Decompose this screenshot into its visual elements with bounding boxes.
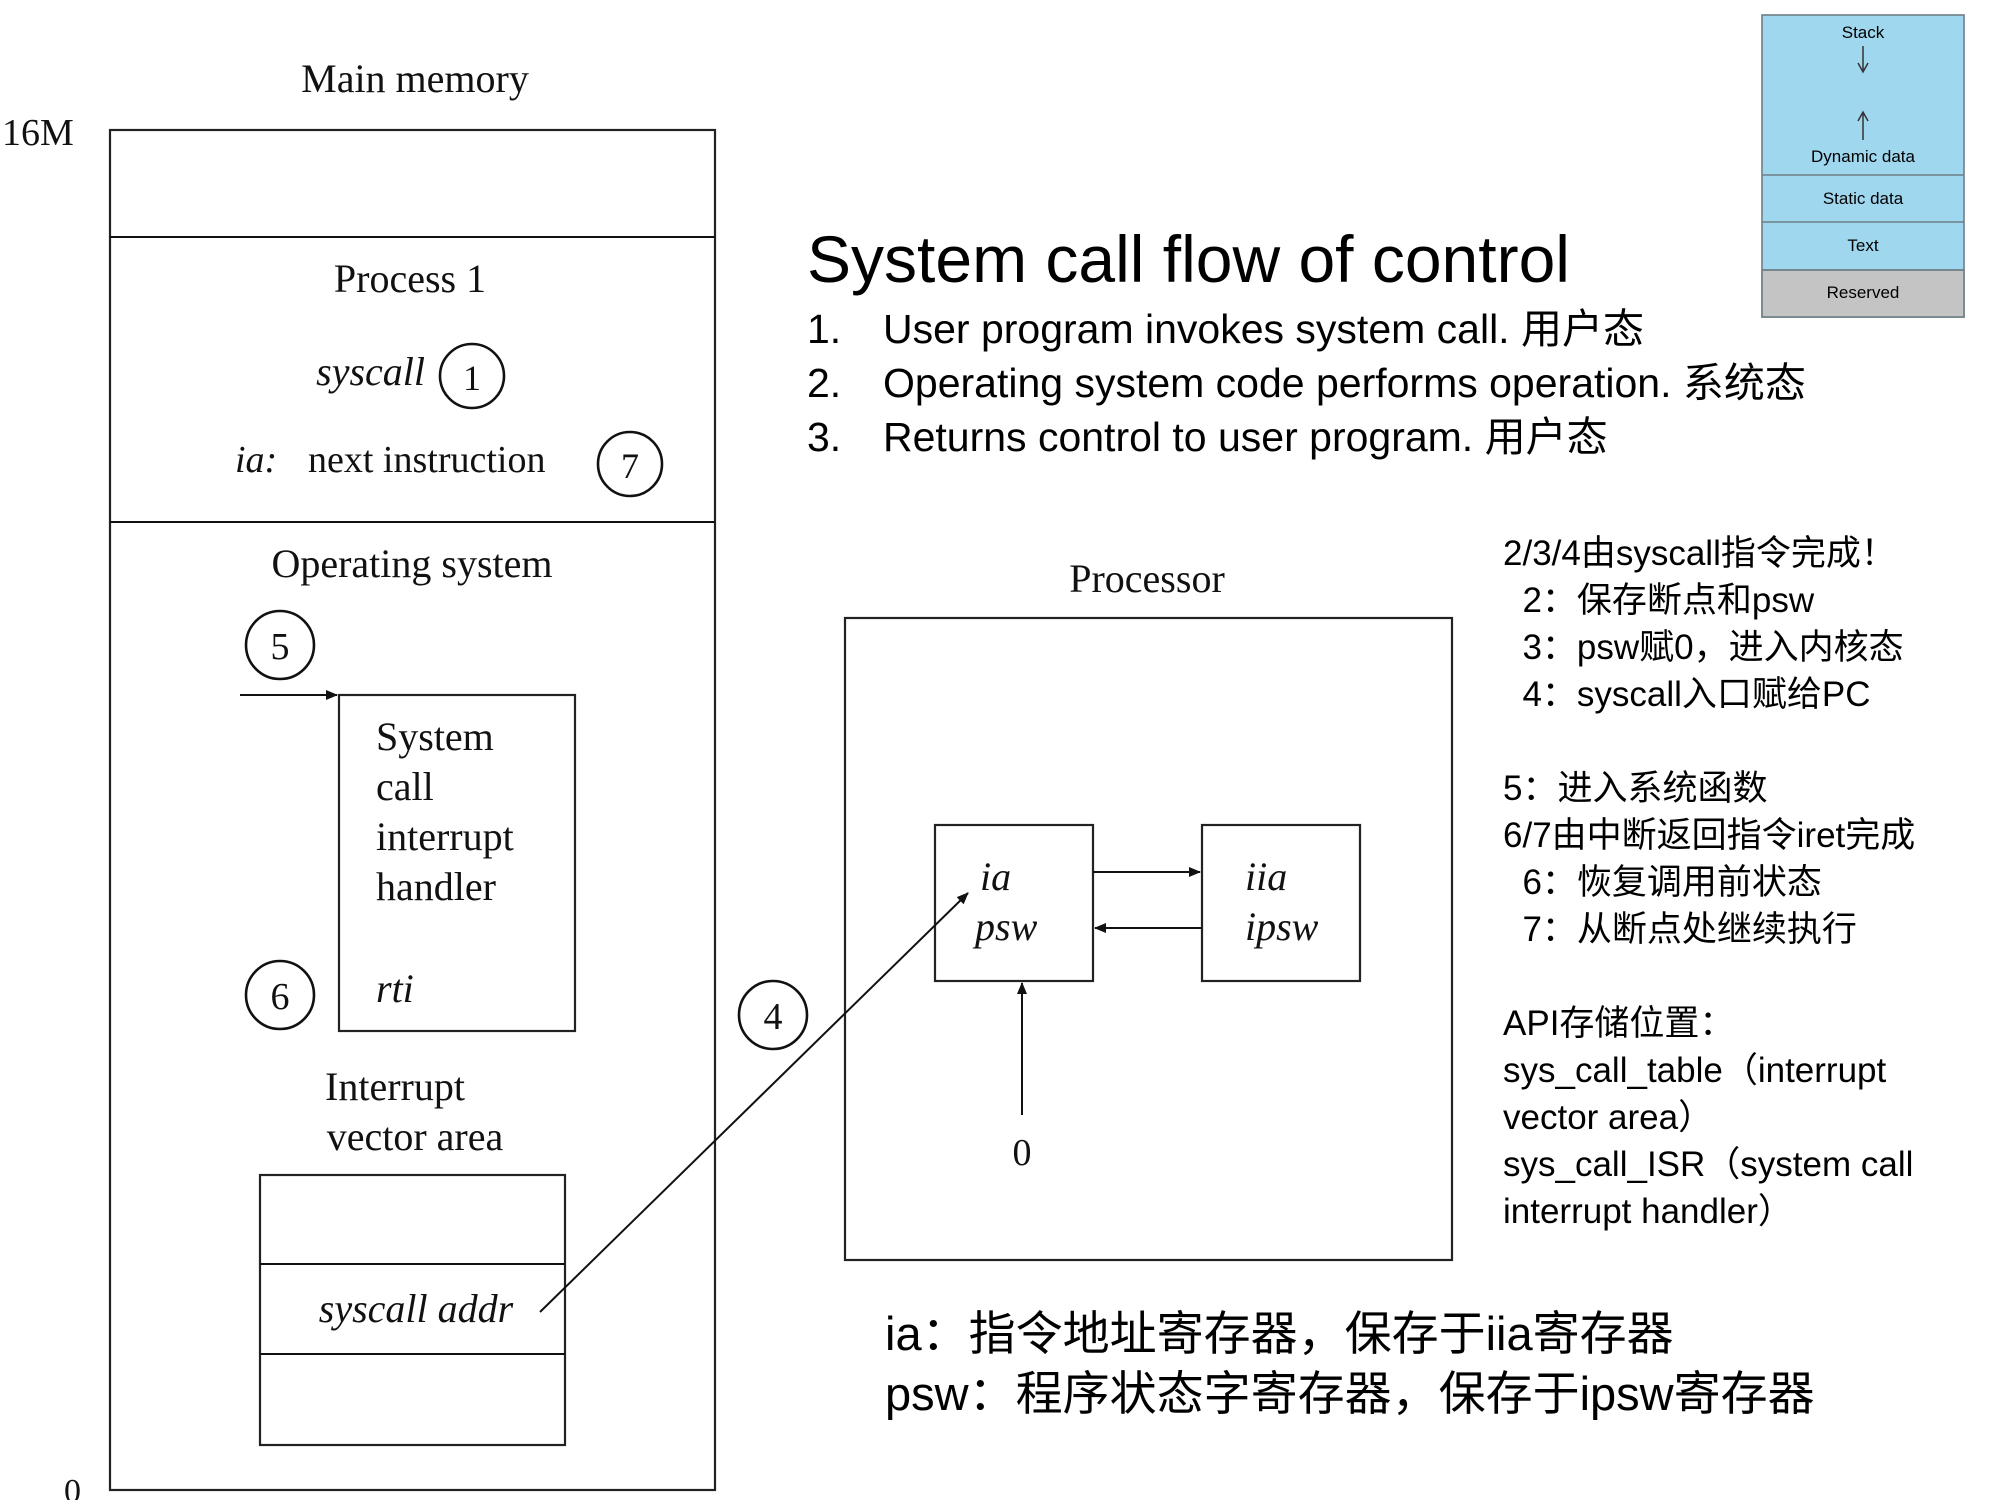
- syscall-handler-box: [337, 693, 577, 1033]
- note-line-4: 4：syscall入口赋给PC: [1503, 675, 1871, 714]
- handler-line-3: interrupt: [376, 814, 514, 859]
- note-line-8: 6：恢复调用前状态: [1503, 863, 1822, 902]
- register-notes: ia：指令地址寄存器，保存于iia寄存器 psw：程序状态字寄存器，保存于ips…: [885, 1307, 1815, 1420]
- svg-text:6: 6: [271, 976, 290, 1018]
- register-psw: psw: [972, 904, 1038, 949]
- heading-item-2-num: 2.: [807, 360, 841, 406]
- note-line-13: vector area）: [1503, 1098, 1713, 1137]
- stack-growth-down-icon: [1857, 46, 1869, 74]
- svg-text:7: 7: [621, 446, 639, 486]
- svg-text:1: 1: [463, 358, 481, 398]
- syscall-label: syscall: [316, 349, 425, 394]
- note-line-3: 3：psw赋0，进入内核态: [1503, 628, 1904, 667]
- memory-bottom-label: 0: [64, 1473, 81, 1500]
- inset-text-label: Text: [1847, 236, 1878, 255]
- handler-line-2: call: [376, 764, 434, 809]
- main-memory-title: Main memory: [301, 56, 529, 101]
- zero-label: 0: [1013, 1132, 1032, 1174]
- heading-title: System call flow of control: [807, 222, 1570, 296]
- heading-item-1-text: User program invokes system call. 用户态: [883, 306, 1644, 352]
- note-line-9: 7：从断点处继续执行: [1503, 910, 1857, 949]
- inset-dynamic-label: Dynamic data: [1811, 147, 1915, 166]
- step-marker-1: 1: [438, 342, 506, 410]
- note-line-14: sys_call_ISR（system call: [1503, 1145, 1913, 1184]
- syscall-addr-label: syscall addr: [319, 1286, 514, 1331]
- inset-reserved-label: Reserved: [1827, 283, 1900, 302]
- heading-item-3-text: Returns control to user program. 用户态: [883, 414, 1608, 460]
- note-line-12: sys_call_table（interrupt: [1503, 1051, 1887, 1090]
- memory-top-label: 16M: [2, 112, 74, 154]
- handler-line-4: handler: [376, 864, 496, 909]
- process-title: Process 1: [334, 256, 486, 301]
- note-line-7: 6/7由中断返回指令iret完成: [1503, 816, 1915, 855]
- notes: 2/3/4由syscall指令完成！ 2：保存断点和psw 3：psw赋0，进入…: [1503, 534, 1915, 1231]
- heading-item-2-text: Operating system code performs operation…: [883, 360, 1806, 406]
- ivt-title-line-1: Interrupt: [325, 1064, 465, 1109]
- step-marker-7: 7: [596, 430, 664, 498]
- processor-title: Processor: [1069, 556, 1225, 601]
- ivt-title-line-2: vector area: [327, 1114, 504, 1159]
- vector-area-box: [258, 1173, 567, 1447]
- heading-item-1-num: 1.: [807, 306, 841, 352]
- note-line-2: 2：保存断点和psw: [1503, 581, 1815, 620]
- svg-text:4: 4: [764, 996, 783, 1038]
- main-memory: Main memory 16M 0 Process 1 syscall ia: …: [2, 56, 717, 1500]
- note-line-1: 2/3/4由syscall指令完成！: [1503, 534, 1896, 573]
- register-ipsw: ipsw: [1245, 904, 1319, 949]
- register-ia: ia: [980, 854, 1011, 899]
- svg-text:5: 5: [271, 626, 290, 668]
- rti-label: rti: [376, 966, 414, 1011]
- ia-label: ia:: [235, 439, 277, 481]
- register-note-psw: psw：程序状态字寄存器，保存于ipsw寄存器: [885, 1367, 1815, 1420]
- heading: System call flow of control 1. User prog…: [807, 222, 1806, 460]
- next-instruction-label: next instruction: [308, 439, 545, 481]
- heading-item-3-num: 3.: [807, 414, 841, 460]
- register-iia: iia: [1245, 854, 1287, 899]
- handler-line-1: System: [376, 714, 494, 759]
- heap-growth-up-icon: [1857, 110, 1869, 140]
- register-note-ia: ia：指令地址寄存器，保存于iia寄存器: [885, 1307, 1674, 1360]
- memory-layout-inset: Stack Dynamic data Static data Text Rese…: [1761, 14, 1965, 318]
- inset-static-label: Static data: [1823, 189, 1904, 208]
- note-line-6: 5：进入系统函数: [1503, 769, 1767, 808]
- step-marker-4: 4: [737, 979, 809, 1051]
- inset-reserved-fill: [1761, 269, 1965, 318]
- step-4-arrow: [539, 892, 969, 1313]
- inset-stack-label: Stack: [1842, 23, 1885, 42]
- step-marker-5: 5: [244, 609, 316, 681]
- note-line-11: API存储位置：: [1503, 1004, 1734, 1043]
- step-marker-6-memory: 6: [244, 959, 316, 1031]
- os-title: Operating system: [271, 541, 552, 586]
- processor: Processor ia psw iia ipsw 0: [843, 556, 1454, 1262]
- iia-ipsw-register: [1200, 823, 1362, 983]
- note-line-15: interrupt handler）: [1503, 1192, 1793, 1231]
